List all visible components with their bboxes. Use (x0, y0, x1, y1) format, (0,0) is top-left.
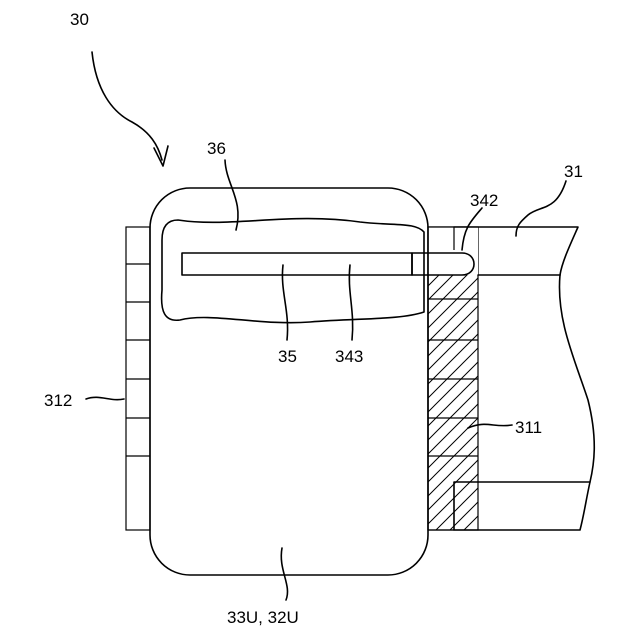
left-strip-312 (126, 227, 150, 530)
strip-top-cover (428, 227, 478, 275)
leader-30 (92, 52, 162, 160)
leader-35 (282, 265, 287, 340)
label-343: 343 (335, 347, 363, 366)
leader-36 (225, 160, 238, 230)
leader-343 (349, 265, 352, 340)
hatch-fill (428, 275, 478, 530)
label-33U-32U: 33U, 32U (227, 608, 299, 627)
label-31: 31 (564, 162, 583, 181)
member-31-right-edge (559, 275, 594, 482)
wavy-region-36 (162, 219, 424, 323)
label-311: 311 (515, 418, 542, 437)
label-342: 342 (470, 191, 498, 210)
label-30: 30 (70, 10, 89, 29)
bar-35-343 (182, 253, 412, 275)
label-312: 312 (44, 391, 72, 410)
leader-312 (86, 397, 124, 399)
main-body-33U-32U (150, 188, 428, 575)
label-36: 36 (207, 139, 226, 158)
leader-33U-32U (281, 548, 287, 600)
label-35: 35 (278, 347, 297, 366)
